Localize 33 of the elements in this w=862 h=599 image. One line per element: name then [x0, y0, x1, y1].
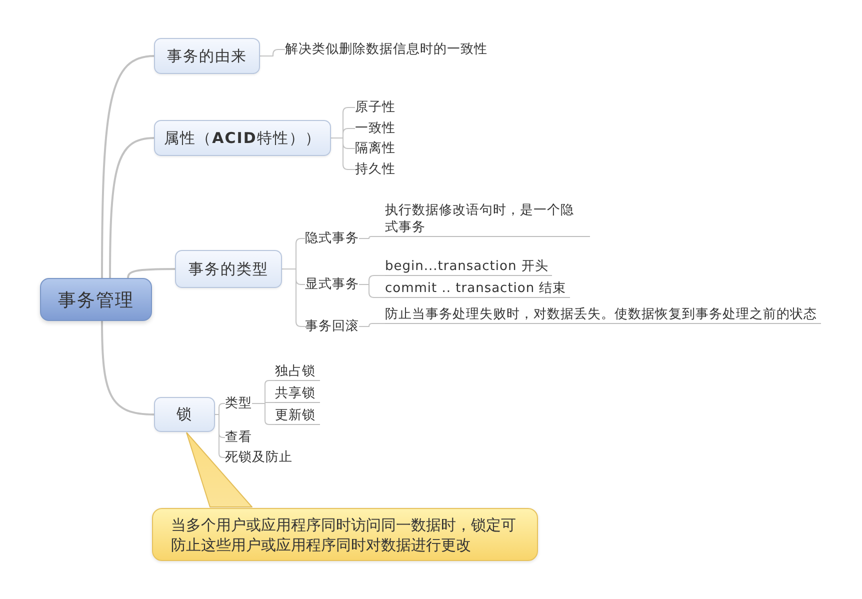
subtopic-label: 事务回滚: [305, 318, 359, 335]
branch-line: [358, 236, 386, 239]
subtopic-label: 解决类似删除数据信息时的一致性: [285, 41, 488, 58]
branch-line: [101, 320, 154, 416]
branch-line: [252, 403, 276, 425]
subtopic-label: 一致性: [355, 120, 396, 137]
subtopic-label: begin...transaction 开头: [385, 258, 552, 276]
subtopic-label: 查看: [225, 429, 252, 446]
subtopic-label: 更新锁: [275, 407, 320, 425]
branch-line: [260, 49, 286, 56]
topic-box: 事务的由来: [154, 38, 260, 74]
branch-line: [127, 268, 175, 278]
subtopic-label: 原子性: [355, 99, 396, 116]
subtopic-label: 独占锁: [275, 363, 320, 381]
subtopic-label: 类型: [225, 395, 252, 412]
subtopic-label: 隐式事务: [305, 230, 359, 247]
subtopic-label: 持久性: [355, 161, 396, 178]
subtopic-label: 共享锁: [275, 385, 320, 403]
subtopic-label: 执行数据修改语句时，是一个隐式事务: [385, 202, 590, 237]
callout-pointer: [186, 432, 252, 508]
topic-box: 锁: [154, 397, 215, 432]
subtopic-label: 死锁及防止: [225, 449, 292, 466]
subtopic-label: 隔离性: [355, 140, 396, 157]
subtopic-label: commit .. transaction 结束: [385, 280, 570, 298]
topic-box: 属性（ACID特性））: [154, 120, 331, 156]
branch-line: [330, 138, 356, 170]
branch-line: [101, 55, 154, 278]
branch-line: [358, 323, 386, 327]
topic-box: 事务的类型: [175, 250, 282, 288]
subtopic-label: 防止当事务处理失败时，对数据丢失。使数据恢复到事务处理之前的状态: [385, 306, 821, 324]
root-topic-box: 事务管理: [40, 278, 152, 321]
branch-line: [109, 137, 154, 278]
subtopic-label: 显式事务: [305, 276, 359, 293]
